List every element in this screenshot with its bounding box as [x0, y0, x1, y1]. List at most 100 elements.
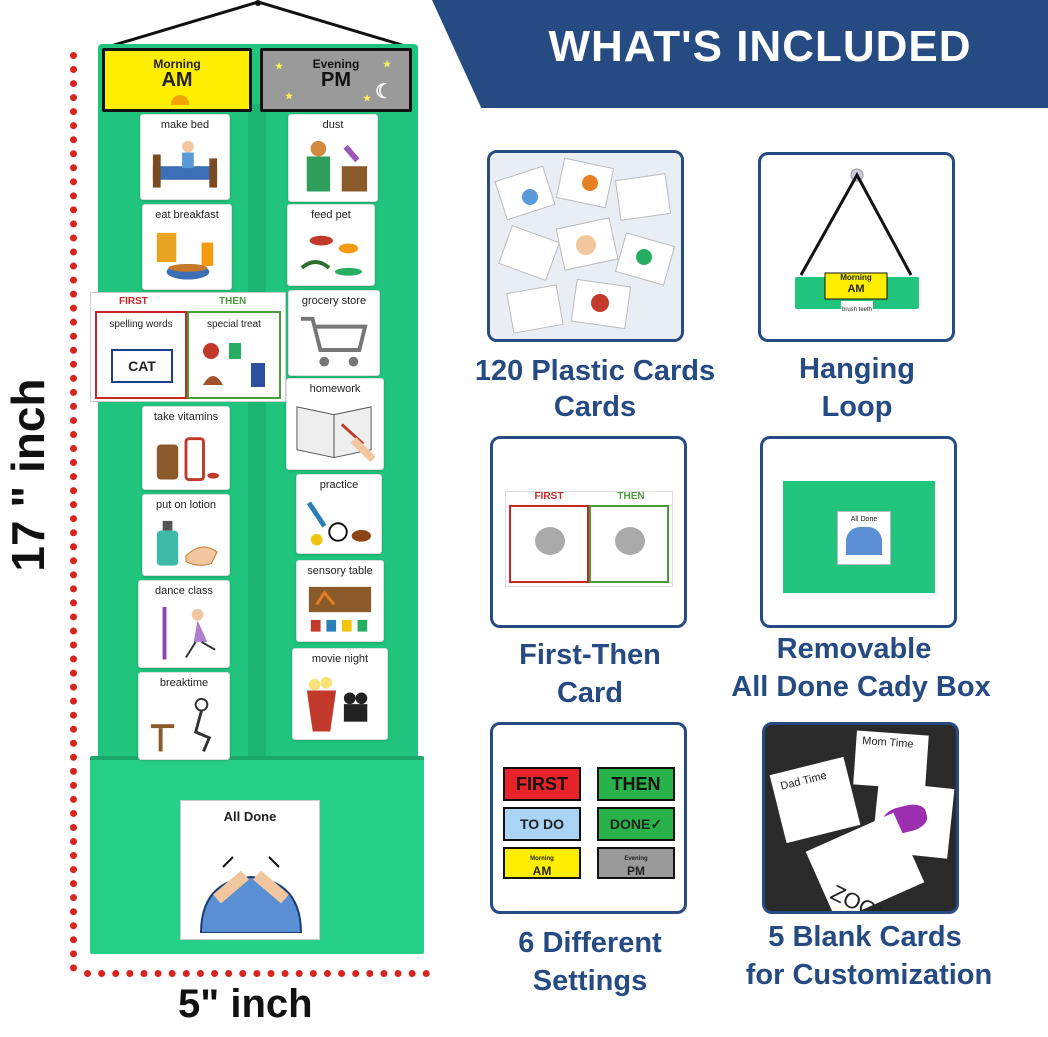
card-label: take vitamins: [153, 411, 219, 423]
card-label: dance class: [154, 585, 214, 597]
caption-hanging-1: Hanging: [799, 353, 915, 385]
box-card-label: All Done: [850, 516, 878, 523]
card-make-bed[interactable]: make bed: [140, 114, 230, 200]
star-icon: ★: [363, 93, 372, 103]
am-plate-main: AM: [161, 69, 193, 91]
card-label: grocery store: [301, 295, 367, 307]
width-measure-line: [84, 970, 430, 977]
hanging-loop-image: [795, 168, 919, 311]
card-movie-night[interactable]: movie night: [292, 648, 388, 740]
card-practice[interactable]: practice: [296, 474, 382, 554]
setting-to-do: TO DO: [503, 807, 581, 841]
card-label: make bed: [160, 119, 210, 131]
height-measure-line: [70, 52, 77, 972]
caption-hanging-2: Loop: [821, 391, 893, 423]
dust-icon: [306, 140, 368, 192]
tile-then-slot: [589, 505, 669, 583]
shopping-cart-icon: [300, 316, 368, 367]
caption-first-then-1: First-Then: [519, 639, 661, 671]
breaktime-icon: [150, 697, 212, 753]
card-grocery-store[interactable]: grocery store: [288, 290, 380, 376]
card-pile-image: [490, 153, 681, 339]
sun-icon: [171, 95, 189, 105]
caption-box-1: Removable: [776, 633, 932, 665]
height-label: 17 " inch: [2, 378, 54, 572]
card-feed-pet[interactable]: feed pet: [287, 204, 375, 286]
caption-plastic-cards-1: 120 Plastic Cards: [474, 355, 716, 387]
bed-icon: [152, 140, 218, 188]
card-label: sensory table: [307, 565, 373, 577]
first-slot: spelling words CAT: [95, 311, 187, 399]
evening-pm-plate: Evening PM ★ ★ ★ ★ ☾: [260, 48, 412, 112]
card-dance-class[interactable]: dance class: [138, 580, 230, 668]
tile-first-then: FIRST THEN: [490, 436, 687, 628]
hanging-below: brush teeth: [841, 307, 873, 313]
card-label: spelling words: [109, 319, 173, 330]
card-eat-breakfast[interactable]: eat breakfast: [142, 204, 232, 290]
velcro-dot: [535, 527, 565, 555]
morning-am-plate: Morning AM: [102, 48, 252, 112]
velcro-dot: [615, 527, 645, 555]
card-label: dust: [322, 119, 344, 131]
breakfast-icon: [156, 232, 214, 280]
tile-plastic-cards: [487, 150, 684, 342]
tile-hanging-loop: Morning AM brush teeth: [758, 152, 955, 342]
first-then-board-card[interactable]: FIRST THEN spelling words CAT special tr…: [90, 292, 286, 402]
word-card-icon: CAT: [111, 349, 173, 383]
then-slot: special treat: [187, 311, 281, 399]
then-label: THEN: [219, 296, 247, 307]
all-done-sign-icon: [199, 856, 303, 933]
blank-card: Dad Time: [769, 756, 861, 844]
hanging-am-top: Morning: [840, 273, 872, 282]
caption-blank-2: for Customization: [745, 959, 993, 991]
lotion-icon: [156, 520, 218, 566]
setting-first: FIRST: [503, 767, 581, 801]
blank-card: Mom Time: [853, 730, 929, 790]
pm-plate-top: Evening: [312, 57, 360, 71]
pet-icon: [300, 235, 363, 276]
all-done-sign-icon: [846, 527, 882, 555]
caption-settings-1: 6 Different: [518, 927, 662, 959]
homework-icon: [296, 406, 375, 463]
caption-first-then-2: Card: [556, 677, 624, 709]
card-label: practice: [319, 479, 359, 491]
movie-night-icon: [306, 676, 368, 732]
card-label: feed pet: [311, 209, 351, 221]
practice-icon: [306, 501, 372, 546]
vitamins-icon: [156, 437, 220, 482]
card-take-vitamins[interactable]: take vitamins: [142, 406, 230, 490]
tile-all-done-box: All Done: [760, 436, 957, 628]
card-breaktime[interactable]: breaktime: [138, 672, 230, 760]
card-label: homework: [309, 383, 361, 395]
setting-then: THEN: [597, 767, 675, 801]
caption-settings-2: Settings: [532, 965, 648, 997]
card-put-on-lotion[interactable]: put on lotion: [142, 494, 230, 576]
card-label: eat breakfast: [155, 209, 219, 221]
pm-plate-main: PM: [321, 69, 351, 91]
width-label: 5" inch: [178, 982, 313, 1026]
card-label: put on lotion: [156, 499, 216, 511]
card-homework[interactable]: homework: [286, 378, 384, 470]
treat-icon: [203, 343, 265, 387]
caption-box-2: All Done Cady Box: [731, 671, 991, 703]
tile-blank-cards: Mom Time Dad Time ZOOM: [762, 722, 959, 914]
tile-first-label: FIRST: [534, 491, 564, 502]
star-icon: ★: [285, 91, 294, 101]
all-done-card[interactable]: All Done: [180, 800, 320, 940]
star-icon: ★: [275, 61, 284, 71]
am-plate-top: Morning: [153, 57, 201, 71]
card-dust[interactable]: dust: [288, 114, 378, 202]
tile-first-slot: [509, 505, 589, 583]
banner: [432, 0, 1048, 108]
hanging-string: [103, 0, 413, 50]
caption-plastic-cards-2: Cards: [553, 391, 637, 423]
tile-then-label: THEN: [617, 491, 645, 502]
card-sensory-table[interactable]: sensory table: [296, 560, 384, 642]
setting-done: DONE✓: [597, 807, 675, 841]
card-label: movie night: [311, 653, 369, 665]
banner-title: WHAT'S INCLUDED: [548, 22, 972, 71]
dance-icon: [162, 606, 216, 660]
